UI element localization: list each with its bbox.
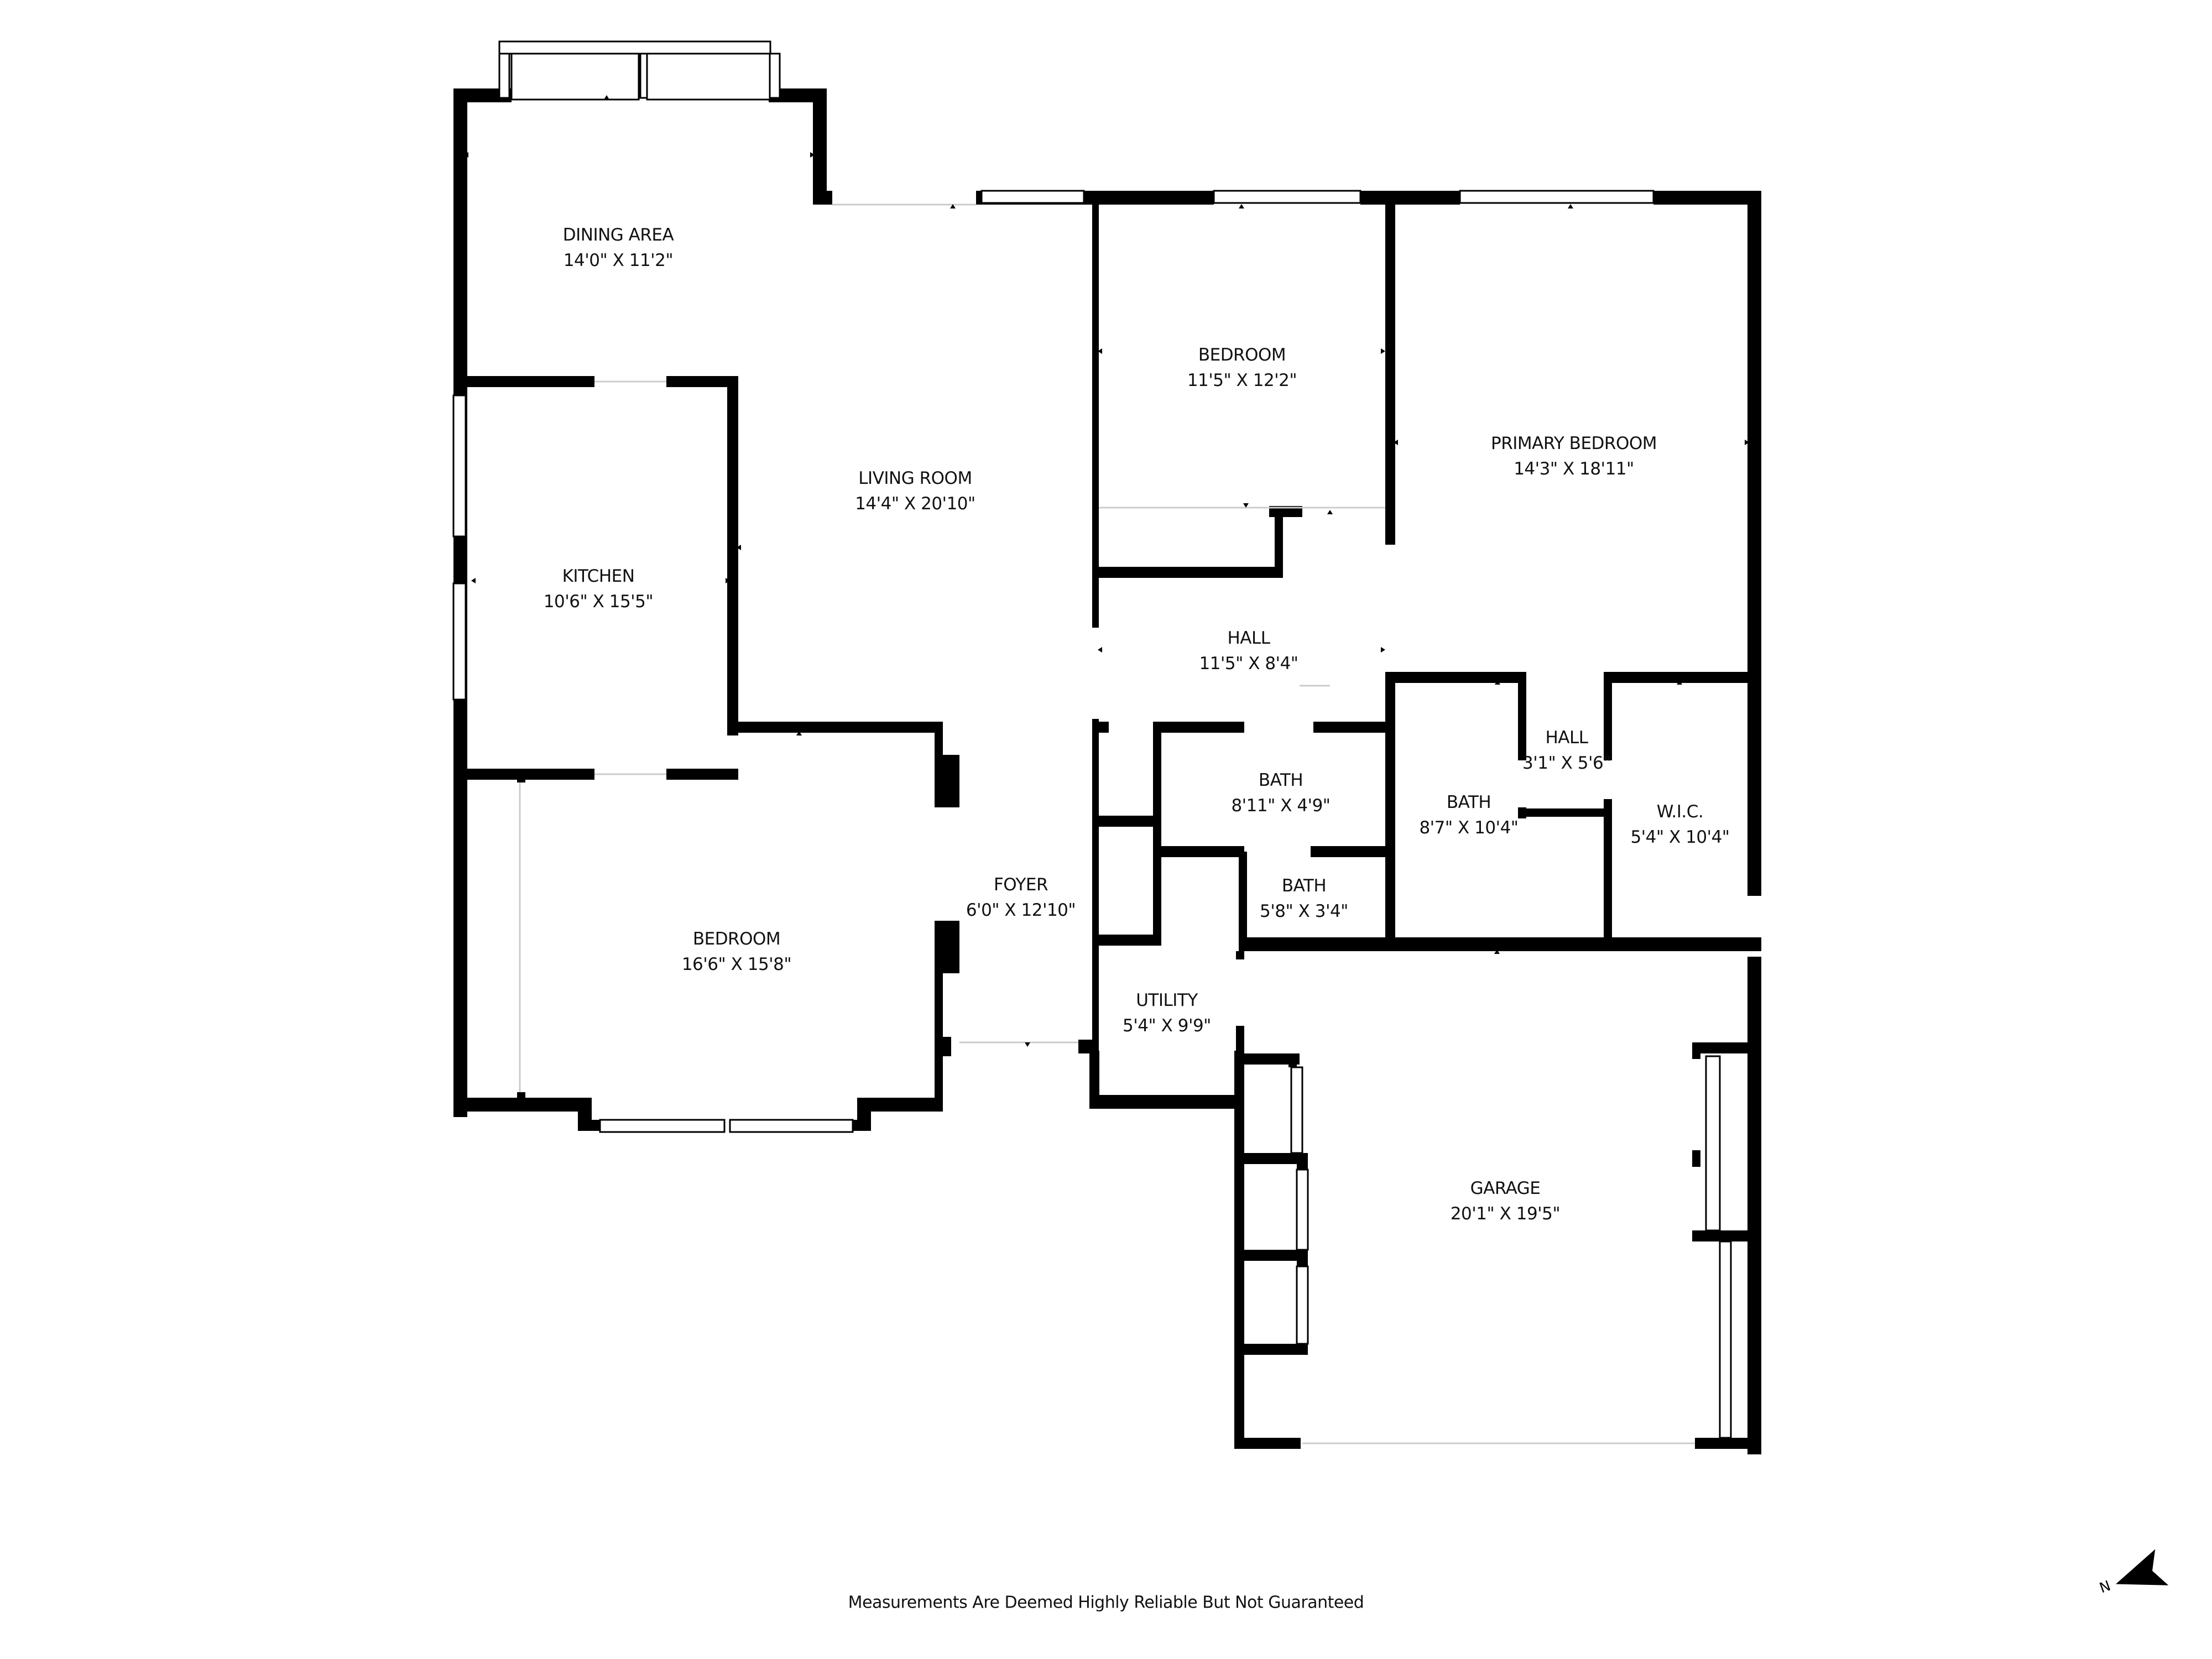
room-bedroom-west: BEDROOM 16'6" X 15'8" (681, 926, 792, 977)
room-name: BEDROOM (1198, 345, 1286, 365)
room-name: UTILITY (1136, 990, 1198, 1010)
room-name: BATH (1446, 792, 1491, 812)
room-dimensions: 11'5" X 12'2" (1187, 371, 1297, 390)
room-dimensions: 10'6" X 15'5" (543, 592, 654, 612)
room-living-room: LIVING ROOM 14'4" X 20'10" (855, 466, 975, 517)
room-dimensions: 14'4" X 20'10" (855, 494, 975, 514)
room-bedroom-north: BEDROOM 11'5" X 12'2" (1187, 342, 1297, 393)
room-dimensions: 8'7" X 10'4" (1419, 818, 1519, 838)
room-dimensions: 14'3" X 18'11" (1514, 459, 1634, 479)
north-arrow-icon: N (2098, 1549, 2169, 1597)
room-dimensions: 3'1" X 5'6" (1522, 753, 1611, 773)
room-dimensions: 16'6" X 15'8" (681, 954, 792, 974)
room-foyer: FOYER 6'0" X 12'10" (966, 872, 1076, 923)
room-dimensions: 11'5" X 8'4" (1199, 654, 1298, 674)
room-dimensions: 14'0" X 11'2" (563, 251, 674, 270)
room-dimensions: 5'4" X 9'9" (1123, 1016, 1211, 1036)
room-primary-bedroom: PRIMARY BEDROOM 14'3" X 18'11" (1491, 431, 1657, 482)
room-name: GARAGE (1470, 1178, 1541, 1198)
room-kitchen: KITCHEN 10'6" X 15'5" (543, 564, 654, 614)
room-name: FOYER (993, 875, 1048, 895)
room-name: LIVING ROOM (858, 468, 972, 488)
room-name: HALL (1227, 628, 1270, 648)
room-bath-hall: BATH 8'11" X 4'9" (1231, 768, 1331, 818)
disclaimer-text: Measurements Are Deemed Highly Reliable … (848, 1593, 1364, 1613)
room-hall-main: HALL 11'5" X 8'4" (1199, 625, 1298, 676)
room-dimensions: 5'4" X 10'4" (1630, 827, 1730, 847)
windows (452, 40, 1732, 1439)
room-name: BEDROOM (692, 929, 781, 949)
room-dimensions: 20'1" X 19'5" (1450, 1204, 1561, 1224)
room-name: HALL (1545, 728, 1588, 748)
compass-label: N (2098, 1578, 2113, 1597)
room-wic: W.I.C. 5'4" X 10'4" (1630, 799, 1730, 850)
room-bath-primary: BATH 8'7" X 10'4" (1419, 790, 1519, 841)
room-utility: UTILITY 5'4" X 9'9" (1123, 988, 1211, 1039)
room-garage: GARAGE 20'1" X 19'5" (1450, 1176, 1561, 1227)
dimension-markers (464, 95, 1749, 1102)
openings (519, 204, 1695, 1444)
room-dimensions: 6'0" X 12'10" (966, 900, 1076, 920)
room-name: KITCHEN (562, 566, 635, 586)
room-name: DINING AREA (562, 225, 674, 245)
room-dining-area: DINING AREA 14'0" X 11'2" (563, 222, 674, 273)
room-name: W.I.C. (1656, 802, 1704, 822)
room-name: BATH (1281, 876, 1327, 896)
room-name: PRIMARY BEDROOM (1491, 434, 1657, 453)
walls (453, 88, 1761, 1454)
room-bath-half: BATH 5'8" X 3'4" (1260, 873, 1348, 924)
room-hall-primary: HALL 3'1" X 5'6" (1522, 725, 1611, 776)
room-dimensions: 8'11" X 4'9" (1231, 796, 1331, 816)
room-dimensions: 5'8" X 3'4" (1260, 901, 1348, 921)
room-name: BATH (1258, 770, 1303, 790)
